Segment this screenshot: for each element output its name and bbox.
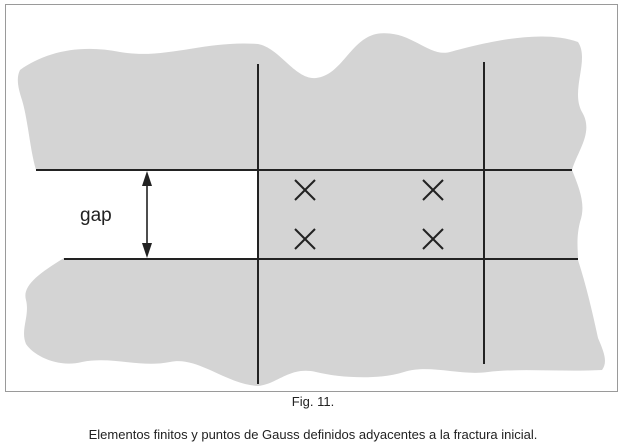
double-arrow-icon [142,171,152,258]
gauss-point-top-right [422,179,444,201]
element-band-region [258,170,583,260]
gap-label: gap [80,205,112,226]
upper-material-region [17,33,587,170]
figure-caption: Elementos finitos y puntos de Gauss defi… [88,427,538,442]
gauss-point-bottom-right [422,228,444,250]
gauss-point-top-left [294,179,316,201]
figure-number: Fig. 11. [291,394,335,409]
lower-material-region [24,258,605,386]
gauss-point-bottom-left [294,228,316,250]
